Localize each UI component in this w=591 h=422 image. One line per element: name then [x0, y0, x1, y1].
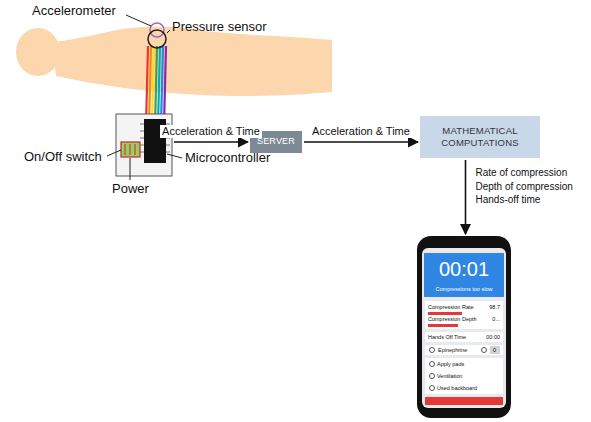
minus-button	[429, 347, 435, 353]
screen-text: Hands Off Time	[428, 334, 466, 340]
patient-body	[16, 27, 332, 97]
stop-bar	[425, 397, 503, 405]
edge-label: Acceleration & Time	[310, 125, 412, 138]
part-label: Microcontroller	[185, 151, 270, 166]
sensor-wires	[146, 46, 166, 125]
box-label: MATHEMATICAL COMPUTATIONS	[434, 125, 526, 150]
rate-bar	[428, 312, 462, 315]
check-circle	[429, 373, 435, 379]
device-board	[116, 114, 172, 176]
part-label: Pressure sensor	[172, 20, 267, 34]
check-circle	[429, 385, 435, 391]
screen-text: Compressions too slow	[425, 286, 503, 292]
screen-text: 00:01	[425, 258, 503, 281]
screen-text: Ventilation	[437, 373, 462, 379]
leader-line	[126, 15, 151, 26]
screen-text: 0...	[492, 316, 500, 322]
leader-line	[167, 154, 182, 158]
box-text: MATHEMATICAL COMPUTATIONS	[420, 116, 540, 158]
leader-line	[167, 30, 170, 33]
screen-text: Apply pads	[437, 361, 464, 367]
screen-text: Used backboard	[437, 385, 477, 391]
box-label: SERVER	[257, 136, 295, 148]
pressure-sensor	[148, 30, 166, 48]
part-label: On/Off switch	[24, 150, 102, 164]
leader-line	[130, 158, 131, 180]
part-label: Power	[112, 182, 149, 196]
part-label: Accelerometer	[32, 4, 116, 18]
screen-text: 98.7	[489, 304, 500, 310]
depth-bar	[428, 324, 458, 327]
computation-box: MATHEMATICAL COMPUTATIONS	[420, 116, 540, 158]
plus-button	[481, 347, 487, 353]
screen-text: 0	[493, 347, 496, 353]
leader-line	[107, 150, 121, 156]
edge-label: Acceleration & Time	[160, 125, 262, 138]
phone-notch	[447, 241, 481, 247]
device-box: Microcontroller	[116, 114, 172, 176]
edge-label: Rate of compression Depth of compression…	[474, 166, 582, 207]
screen-text: 00:00	[486, 334, 500, 340]
flow-arrow	[174, 141, 248, 143]
screen-text: Compression Rate	[428, 304, 474, 310]
flow-arrow	[465, 160, 467, 234]
screen-text: Compression Depth	[428, 316, 477, 322]
screen-text: Epinephrine	[438, 347, 467, 353]
check-circle	[429, 361, 435, 367]
phone: 00:01Compressions too slowCompression Ra…	[417, 236, 511, 418]
flow-arrow	[304, 141, 418, 143]
battery-pack	[121, 142, 140, 157]
